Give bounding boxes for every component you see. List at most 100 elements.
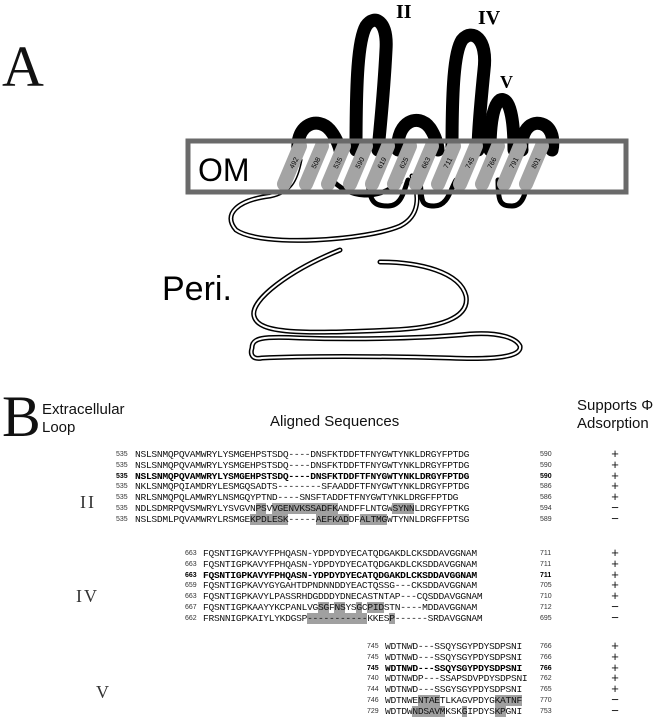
end-position: 770 — [540, 697, 552, 704]
aligned-sequence: FQSNTIGPKAVYLPASSRHDGDDDYDNECASTNTAP---C… — [203, 591, 483, 603]
highlighted-residues: G — [356, 602, 362, 613]
start-position: 745 — [367, 643, 379, 650]
residue-label: 619 — [377, 156, 389, 170]
highlighted-residues: NS — [334, 602, 346, 613]
adsorption-support: + — [611, 566, 619, 582]
start-position: 663 — [185, 571, 197, 579]
end-position: 766 — [540, 664, 552, 672]
start-position: 746 — [367, 697, 379, 704]
outer-membrane-box — [185, 138, 629, 195]
end-position: 590 — [540, 472, 552, 480]
start-position: 667 — [185, 604, 197, 611]
start-position: 745 — [367, 653, 379, 661]
highlighted-residues: AEFKAD — [315, 513, 349, 525]
extracellular-loops — [291, 13, 560, 157]
end-position: 589 — [540, 515, 552, 523]
adsorption-support: − — [611, 609, 619, 625]
aligned-sequence: FQSNTIGPKAVYFPHQASN-YDPDYDYECATQDGAKDLCK… — [203, 548, 477, 559]
highlighted-residues: P — [389, 612, 395, 624]
aligned-sequence: NRLSNMQPQLAMWRYLNSMGQYPTND----SNSFTADDFT… — [135, 492, 459, 504]
transmembrane-strands — [277, 139, 549, 191]
aligned-sequence: FQSNTIGPKAAYYKCPANLVGSGFNSYSGCPIDSTN----… — [203, 602, 477, 613]
end-position: 711 — [540, 550, 552, 557]
aligned-sequence: WDTNWD---SSGYSGYPDYSDPSNI — [385, 684, 522, 696]
loop-label-iv: IV — [478, 7, 501, 29]
aligned-sequences-header: Aligned Sequences — [270, 413, 400, 430]
start-position: 535 — [116, 494, 128, 502]
start-position: 729 — [367, 707, 379, 715]
start-position: 535 — [116, 505, 128, 512]
aligned-sequence: FQSNTIGPKAVYGYGAHTDPNDNNDDYEACTQSSG---CK… — [203, 580, 477, 592]
end-position: 753 — [540, 707, 552, 715]
extracellular-loop-header: Extracellular Loop — [42, 401, 125, 436]
residue-label: 745 — [465, 156, 477, 170]
start-position: 535 — [116, 483, 128, 491]
aligned-sequence: NSLSNMQPQVAMWRYLYSMGEHPSTSDQ----DNSFKTDD… — [135, 449, 470, 460]
start-position: 663 — [185, 593, 197, 601]
end-position: 766 — [540, 643, 552, 650]
highlighted-residues: SG — [318, 602, 329, 613]
highlighted-residues: PID — [367, 602, 384, 613]
om-label: OM — [198, 152, 250, 188]
adsorption-support: + — [611, 638, 619, 653]
aligned-sequence: NKLSNMQPQIAMDRYLESMGQSADTS--------SFAADD… — [135, 481, 470, 493]
adsorption-support: + — [611, 467, 619, 483]
highlighted-residues: PS — [255, 503, 267, 514]
aligned-sequence: WDTNWDP---SSAPSDVPDYSDPSNI — [385, 673, 528, 685]
adsorption-support: − — [611, 510, 619, 526]
end-position: 705 — [540, 582, 552, 590]
residue-label: 625 — [399, 156, 411, 170]
highlighted-residues: SYNN — [392, 503, 415, 514]
end-position: 590 — [540, 451, 552, 458]
panel-a-letter: A — [2, 34, 44, 99]
highlighted-residues: KP — [494, 705, 506, 717]
highlighted-residues: KATNF — [494, 695, 522, 706]
start-position: 663 — [185, 560, 197, 568]
alignment-row: 535 NRLSNMQPQLAMWRYLNSMGQYPTND----SNSFTAD… — [0, 490, 664, 504]
start-position: 745 — [367, 664, 379, 672]
residue-label: 492 — [289, 156, 301, 170]
end-position: 586 — [540, 494, 552, 502]
end-position: 762 — [540, 675, 552, 683]
highlighted-residues: NTAE — [417, 695, 440, 706]
start-position: 662 — [185, 614, 197, 622]
residue-label: 801 — [531, 156, 543, 170]
adsorption-support: + — [611, 555, 619, 571]
adsorption-support: + — [611, 681, 619, 697]
adsorption-support: + — [611, 446, 619, 461]
adsorption-support: + — [611, 648, 619, 664]
adsorption-support: + — [611, 545, 619, 560]
residue-label: 711 — [443, 157, 454, 170]
alignment-row: 663 FQSNTIGPKAVYLPASSRHDGDDDYDNECASTNTAP-… — [0, 589, 664, 603]
start-position: 535 — [116, 472, 128, 480]
supports-adsorption-header: Supports Φ Adsorption — [577, 397, 654, 432]
aligned-sequence: WDTNWD---SSQYSGYPDYSDPSNI — [385, 662, 522, 674]
loop-label: V — [96, 682, 111, 702]
end-position: 586 — [540, 483, 552, 491]
adsorption-support: + — [611, 456, 619, 472]
highlighted-residues: KPDLESK — [250, 513, 289, 525]
aligned-sequence: WDTNWD---SSQYSGYPDYSDPSNI — [385, 651, 522, 663]
adsorption-support: + — [611, 670, 619, 686]
end-position: 766 — [540, 653, 552, 661]
adsorption-support: − — [611, 702, 619, 718]
adsorption-support: − — [611, 692, 619, 707]
adsorption-support: − — [611, 599, 619, 614]
aligned-sequence: NSLSNMQPQVAMWRYLYSMGEHPSTSDQ----DNSFKTDD… — [135, 459, 470, 471]
end-position: 712 — [540, 604, 552, 611]
